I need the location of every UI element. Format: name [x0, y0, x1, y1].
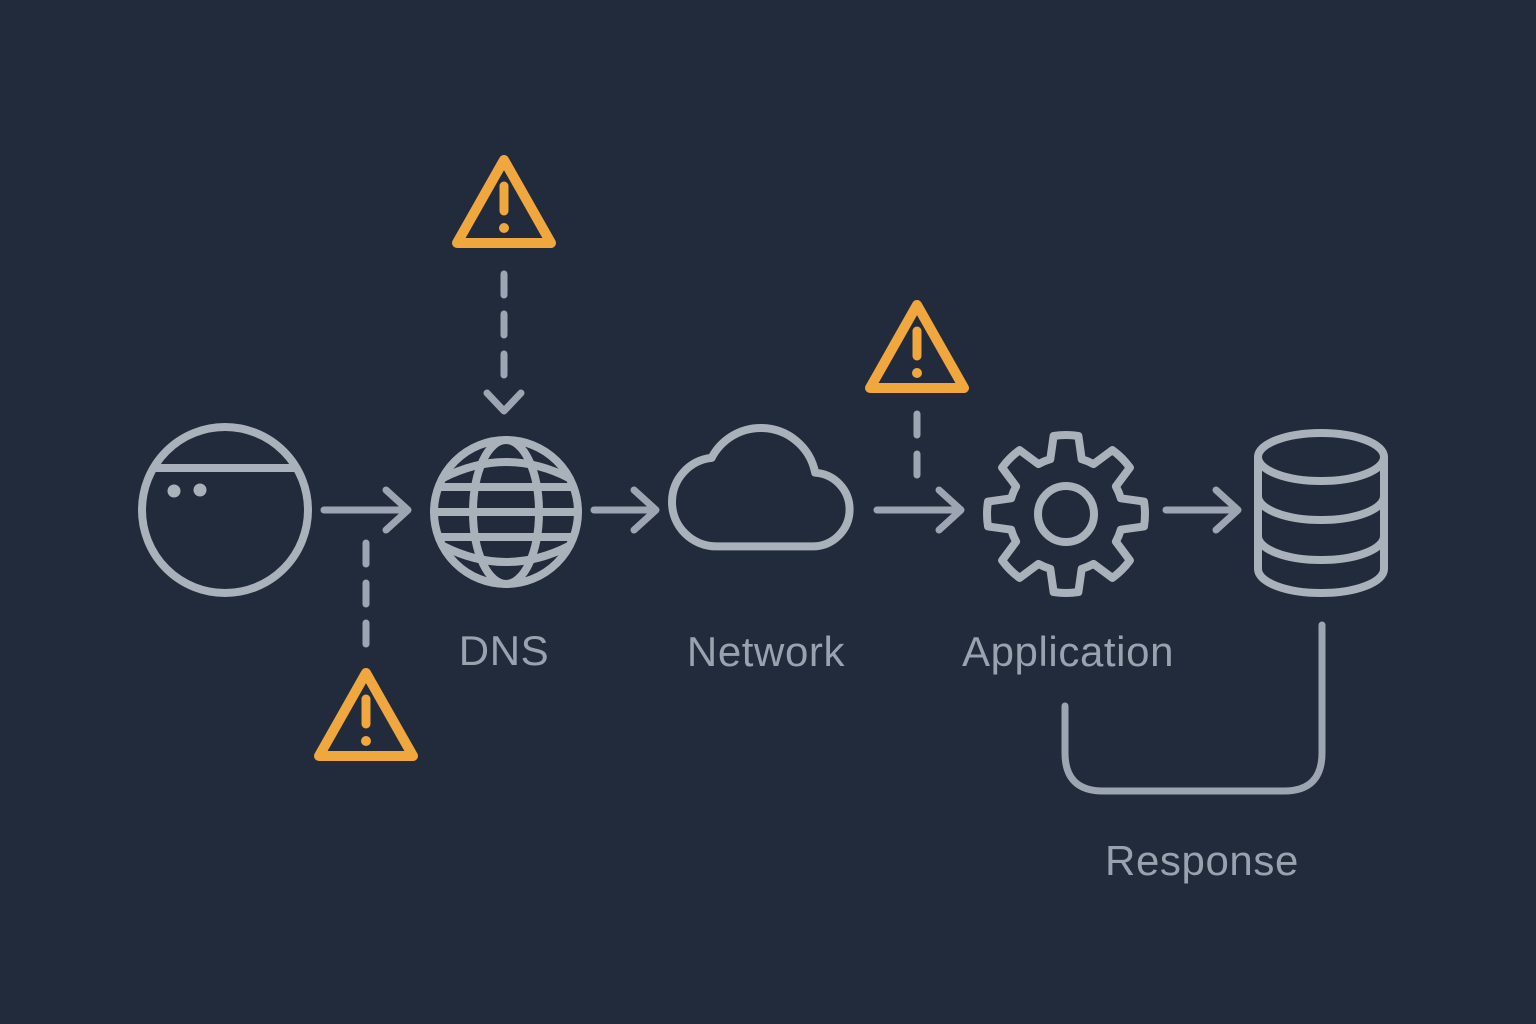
gear-icon: [983, 431, 1149, 597]
warning-triangle-browser-dns: [314, 668, 418, 761]
network-label: Network: [686, 628, 846, 675]
cloud-icon: [672, 428, 850, 546]
warning-triangle-application: [865, 300, 969, 393]
warning-triangle-dns: [452, 155, 556, 248]
response-path: [1061, 621, 1326, 795]
globe-icon: [430, 436, 582, 588]
warning-dashed-arrow-dns: [483, 270, 525, 415]
arrow-network-to-application: [873, 486, 965, 534]
dns-label: DNS: [458, 627, 550, 674]
response-label: Response: [1105, 837, 1299, 884]
arrow-browser-to-dns: [320, 486, 412, 534]
browser-icon: [138, 423, 312, 597]
database-icon: [1254, 429, 1388, 597]
arrow-application-to-database: [1162, 486, 1242, 534]
application-label: Application: [961, 628, 1175, 675]
arrow-dns-to-network: [590, 486, 660, 534]
